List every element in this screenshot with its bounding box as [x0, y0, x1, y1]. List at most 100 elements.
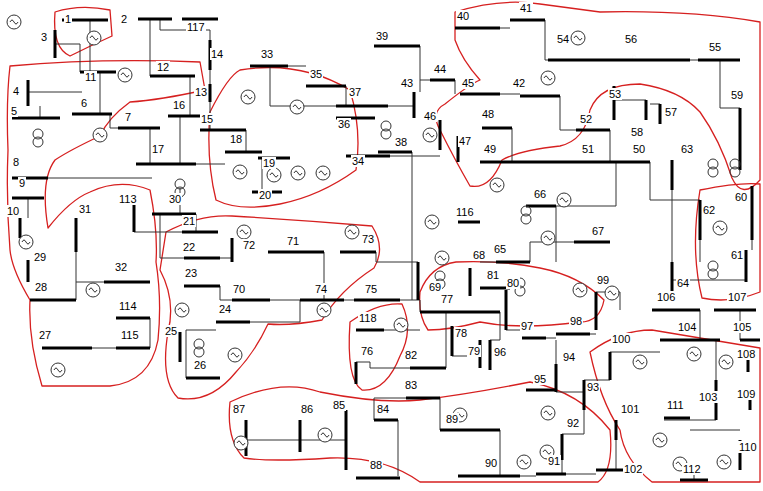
- bus-number: 78: [454, 327, 468, 339]
- bus-number: 113: [118, 193, 138, 205]
- bus-number: 109: [736, 388, 756, 400]
- bus-number: 18: [229, 133, 243, 145]
- bus-number: 42: [512, 77, 526, 89]
- bus-number: 2: [120, 13, 128, 25]
- bus-number: 64: [676, 277, 690, 289]
- region-outlines: [7, 2, 760, 482]
- bus-number: 72: [242, 239, 256, 251]
- bus-number: 38: [394, 136, 408, 148]
- bus-number: 97: [520, 320, 534, 332]
- bus-number: 37: [348, 86, 362, 98]
- bus-number: 88: [369, 459, 383, 471]
- bus-number: 30: [168, 193, 182, 205]
- bus-number: 75: [364, 283, 378, 295]
- bus-number: 95: [533, 373, 547, 385]
- bus-number: 98: [569, 315, 583, 327]
- bus-number: 70: [232, 283, 246, 295]
- bus-number: 103: [698, 391, 718, 403]
- bus-number: 99: [596, 274, 610, 286]
- bus-number: 80: [506, 277, 520, 289]
- bus-number: 49: [483, 143, 497, 155]
- bus-number: 28: [34, 281, 48, 293]
- bus-number: 108: [736, 348, 756, 360]
- transmission-lines: [28, 19, 752, 480]
- bus-number: 43: [400, 77, 414, 89]
- bus-number: 27: [38, 329, 52, 341]
- bus-number: 87: [232, 403, 246, 415]
- bus-number: 17: [151, 143, 165, 155]
- bus-number: 35: [309, 68, 323, 80]
- bus-number: 12: [156, 61, 170, 73]
- bus-number: 68: [472, 249, 486, 261]
- bus-number: 101: [620, 403, 640, 415]
- bus-number: 13: [194, 86, 208, 98]
- bus-number: 32: [114, 261, 128, 273]
- bus-number: 47: [458, 135, 472, 147]
- bus-number: 104: [677, 321, 697, 333]
- bus-number: 66: [533, 188, 547, 200]
- bus-number: 102: [623, 463, 643, 475]
- bus-number: 94: [562, 351, 576, 363]
- bus-number: 62: [702, 204, 716, 216]
- bus-number: 10: [6, 205, 20, 217]
- bus-number: 46: [423, 110, 437, 122]
- bus-number: 73: [361, 233, 375, 245]
- bus-number: 91: [547, 455, 561, 467]
- bus-number: 1: [64, 13, 72, 25]
- bus-number: 106: [656, 291, 676, 303]
- generator-symbols: [7, 15, 733, 471]
- bus-number: 67: [591, 225, 605, 237]
- bus-number: 77: [440, 293, 454, 305]
- bus-number: 16: [172, 99, 186, 111]
- bus-number: 39: [375, 30, 389, 42]
- bus-number: 53: [608, 88, 622, 100]
- bus-number: 74: [314, 283, 328, 295]
- bus-number: 58: [630, 126, 644, 138]
- bus-number: 59: [730, 89, 744, 101]
- bus-number: 57: [664, 106, 678, 118]
- bus-number: 92: [566, 417, 580, 429]
- bus-number: 93: [586, 381, 600, 393]
- bus-number: 45: [461, 77, 475, 89]
- bus-number: 117: [186, 21, 206, 33]
- bus-number: 116: [455, 206, 475, 218]
- bus-number: 9: [18, 177, 26, 189]
- bus-number: 86: [300, 403, 314, 415]
- bus-number: 6: [80, 97, 88, 109]
- bus-bars: [12, 19, 760, 480]
- bus-number: 114: [118, 300, 138, 312]
- bus-number: 71: [286, 235, 300, 247]
- bus-number: 40: [456, 10, 470, 22]
- transformer-symbols: [33, 121, 740, 357]
- bus-number: 112: [682, 463, 702, 475]
- bus-number: 65: [493, 243, 507, 255]
- bus-number: 19: [262, 157, 276, 169]
- bus-number: 5: [10, 105, 18, 117]
- bus-number: 111: [666, 399, 685, 411]
- bus-number: 14: [210, 48, 224, 60]
- bus-number: 60: [734, 191, 748, 203]
- bus-number: 24: [218, 303, 232, 315]
- bus-number: 15: [200, 113, 214, 125]
- bus-number: 4: [12, 85, 20, 97]
- bus-number: 105: [732, 321, 752, 333]
- bus-number: 79: [467, 345, 481, 357]
- bus-number: 51: [581, 143, 595, 155]
- bus-number: 85: [332, 399, 346, 411]
- bus-number: 52: [579, 113, 593, 125]
- bus-number: 3: [40, 31, 48, 43]
- bus-number: 23: [184, 267, 198, 279]
- bus-number: 110: [738, 441, 758, 453]
- bus-number: 115: [120, 329, 140, 341]
- bus-number: 89: [445, 413, 459, 425]
- bus-number: 56: [624, 33, 638, 45]
- bus-number: 36: [337, 118, 351, 130]
- bus-number: 44: [433, 63, 447, 75]
- bus-number: 22: [182, 241, 196, 253]
- bus-number: 90: [484, 457, 498, 469]
- bus-number: 33: [260, 48, 274, 60]
- bus-number: 26: [193, 359, 207, 371]
- bus-number: 82: [404, 349, 418, 361]
